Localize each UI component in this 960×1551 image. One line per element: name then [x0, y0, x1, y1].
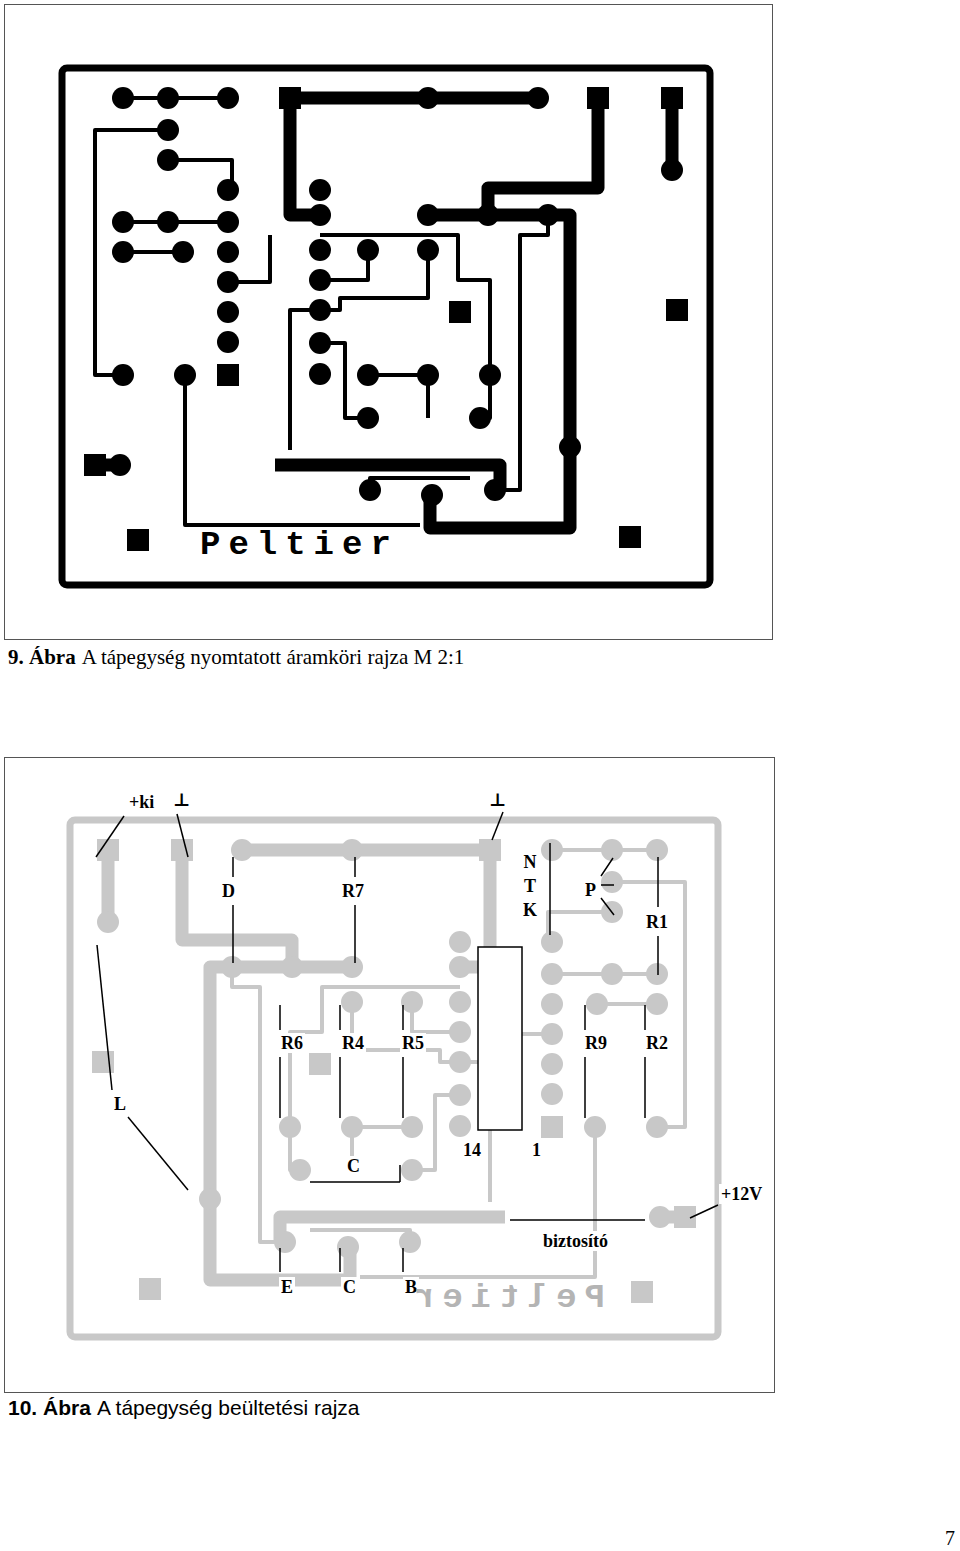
- caption-text: A tápegység nyomtatott áramköri rajza M …: [82, 645, 465, 670]
- component-label: E: [279, 1277, 295, 1297]
- page-number: 7: [943, 1528, 957, 1548]
- component-label: D: [220, 881, 237, 901]
- component-label: +12V: [719, 1184, 764, 1204]
- component-label: C: [345, 1156, 362, 1176]
- component-label: ⊥: [171, 790, 192, 810]
- component-label: 1: [530, 1140, 543, 1160]
- component-label: C: [341, 1277, 358, 1297]
- component-label: R5: [400, 1033, 426, 1053]
- component-label: R4: [340, 1033, 366, 1053]
- board-lettering: Peltier: [404, 1281, 607, 1315]
- component-label: L: [112, 1094, 128, 1114]
- component-label: P: [583, 880, 598, 900]
- caption-text: 9. Ábra: [8, 645, 76, 670]
- component-label: R9: [583, 1033, 609, 1053]
- component-label: R6: [279, 1033, 305, 1053]
- component-label: ⊥: [487, 790, 508, 810]
- caption-text: A tápegység beültetési rajza: [97, 1396, 360, 1420]
- caption-text: 10. Ábra: [8, 1396, 91, 1420]
- figure-caption: 9. ÁbraA tápegység nyomtatott áramköri r…: [8, 645, 464, 670]
- component-label: +ki: [127, 792, 156, 812]
- component-label: N T K: [521, 850, 539, 922]
- figure-caption: 10. ÁbraA tápegység beültetési rajza: [8, 1396, 360, 1420]
- component-label: biztosító: [541, 1231, 610, 1251]
- component-label: R2: [644, 1033, 670, 1053]
- component-label: R7: [340, 881, 366, 901]
- component-label: R1: [644, 912, 670, 932]
- board-lettering: Peltier: [198, 528, 401, 562]
- component-label: 14: [461, 1140, 483, 1160]
